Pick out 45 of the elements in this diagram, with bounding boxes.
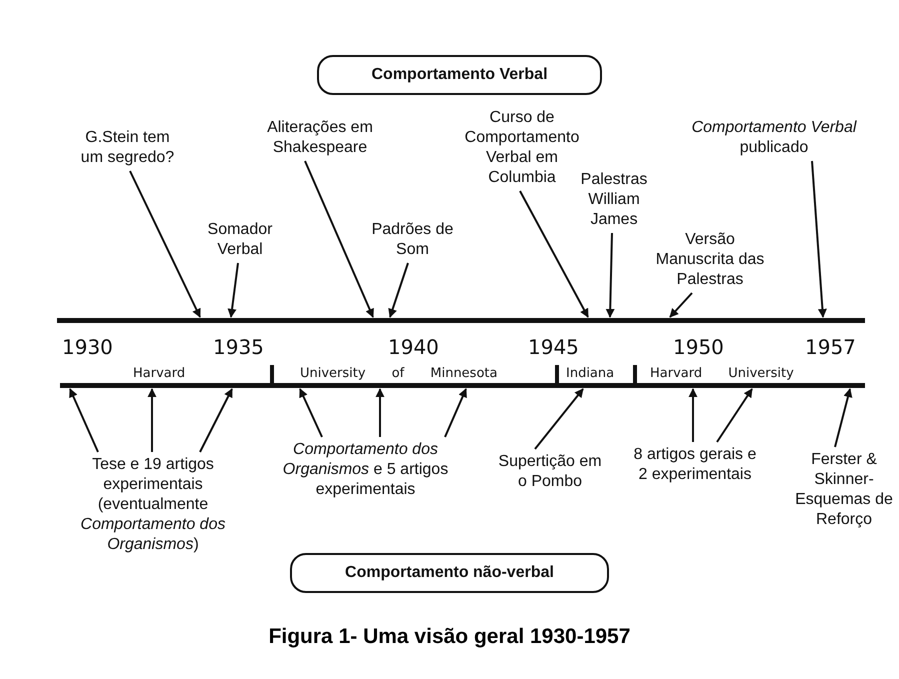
arrow [606, 232, 615, 318]
arrow [228, 262, 239, 318]
year-label: 1957 [805, 335, 856, 359]
arrow [519, 190, 589, 318]
arrow [69, 388, 99, 452]
event-text: Aliterações em Shakespeare [245, 118, 395, 158]
event-text: Padrões de Som [355, 220, 470, 260]
arrow [376, 388, 384, 437]
event-text: Palestras William James [572, 170, 656, 230]
year-label: 1940 [388, 335, 439, 359]
arrow [834, 388, 852, 448]
arrow [388, 262, 409, 318]
category-box: Comportamento Verbal [317, 55, 602, 95]
arrow [199, 388, 233, 452]
arrow [304, 160, 374, 318]
event-text: Supertição em o Pombo [495, 452, 605, 492]
arrow [444, 388, 467, 438]
arrow [299, 388, 323, 438]
arrow [129, 170, 201, 318]
event-text: Comportamento Verbal publicado [690, 118, 858, 158]
timeline-bar [57, 318, 865, 323]
year-label: 1950 [673, 335, 724, 359]
arrow [716, 388, 753, 443]
year-label: 1935 [213, 335, 264, 359]
arrow [534, 388, 584, 450]
institution-label: Harvard University [650, 366, 794, 381]
category-box: Comportamento não-verbal [290, 553, 609, 593]
figure-caption: Figura 1- Uma visão geral 1930-1957 [268, 625, 632, 649]
year-label: 1945 [528, 335, 579, 359]
event-text: Comportamento dos Organismos e 5 artigos experimentais [258, 440, 473, 500]
arrow [688, 388, 698, 442]
event-text: Versão Manuscrita das Palestras [645, 230, 775, 290]
institution-label: Indiana [566, 366, 614, 381]
arrow [811, 160, 827, 318]
event-text: Somador Verbal [195, 220, 285, 260]
year-label: 1930 [62, 335, 113, 359]
event-text: G.Stein tem um segredo? [80, 128, 175, 168]
timeline-bar [60, 383, 865, 388]
event-text: Tese e 19 artigos experimentais (eventualmente Comportamento dos Organismos) [58, 455, 248, 555]
event-text: Ferster & Skinner- Esquemas de Reforço [792, 450, 896, 530]
arrow [148, 388, 156, 452]
event-text: 8 artigos gerais e 2 experimentais [630, 445, 760, 485]
arrow [669, 292, 693, 318]
institution-label: Harvard [133, 366, 186, 381]
institution-label: University of Minnesota [300, 366, 498, 381]
